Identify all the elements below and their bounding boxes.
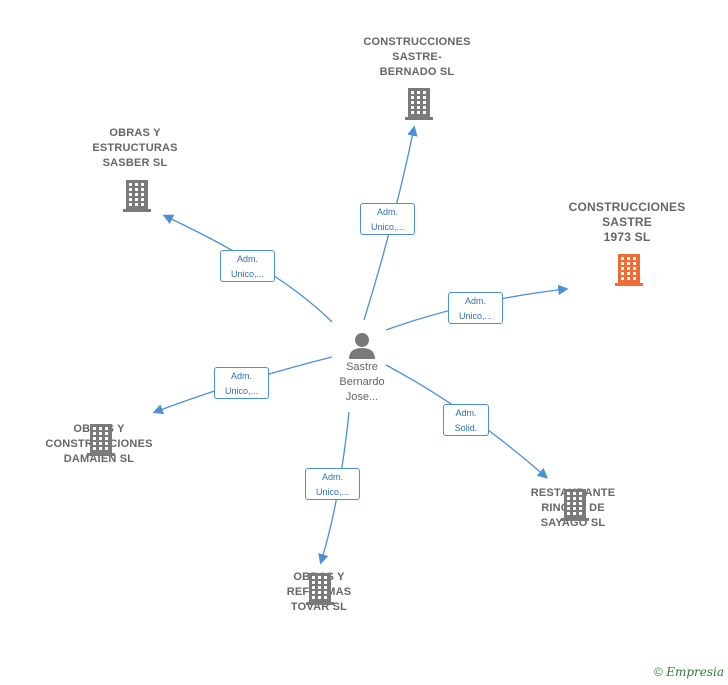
edge-label-n2[interactable]: Adm. Unico,... — [220, 250, 275, 282]
building-icon — [86, 422, 116, 461]
edge-role-detail: Unico,... — [370, 222, 404, 232]
edge-role: Adm. — [230, 371, 252, 381]
edge-label-n5[interactable]: Adm. Solid. — [443, 404, 489, 436]
building-icon — [122, 178, 152, 217]
person-node[interactable]: Sastre Bernardo Jose... — [322, 330, 402, 405]
edge-label-n1[interactable]: Adm. Unico,... — [360, 203, 415, 235]
footer-branding: © Empresia — [654, 665, 724, 679]
company-node-construcciones-sastre-1973[interactable]: CONSTRUCCIONES SASTRE 1973 SL — [562, 200, 692, 245]
edge-role-detail: Solid. — [454, 423, 478, 433]
building-icon — [560, 487, 590, 526]
company-name: CONSTRUCCIONES SASTRE 1973 SL — [568, 200, 686, 244]
building-icon — [614, 252, 644, 291]
edge-role-detail: Unico,... — [230, 269, 264, 279]
edge-label-n3[interactable]: Adm. Unico,... — [448, 292, 503, 324]
edge-role: Adm. — [236, 254, 258, 264]
edge-role: Adm. — [321, 472, 343, 482]
brand-name: Empresia — [666, 665, 724, 679]
company-node-obras-estructuras-sasber[interactable]: OBRAS Y ESTRUCTURAS SASBER SL — [70, 126, 200, 171]
edge-label-n4[interactable]: Adm. Unico,... — [214, 367, 269, 399]
company-node-construcciones-sastre-bernado[interactable]: CONSTRUCCIONES SASTRE- BERNADO SL — [352, 35, 482, 80]
building-icon — [305, 571, 335, 610]
edge-role-detail: Unico,... — [458, 311, 492, 321]
person-name: Sastre Bernardo Jose... — [339, 361, 385, 403]
edge-role: Adm. — [376, 207, 398, 217]
edge-role: Adm. — [455, 408, 477, 418]
copyright-icon: © — [654, 665, 663, 679]
edge-role-detail: Unico,... — [315, 487, 349, 497]
person-icon — [349, 333, 375, 359]
company-name: OBRAS Y ESTRUCTURAS SASBER SL — [92, 127, 178, 169]
edge-role-detail: Unico,... — [224, 386, 258, 396]
edge-label-n6[interactable]: Adm. Unico,... — [305, 468, 360, 500]
building-icon — [404, 86, 434, 125]
company-name: CONSTRUCCIONES SASTRE- BERNADO SL — [363, 36, 471, 78]
edge-role: Adm. — [464, 296, 486, 306]
